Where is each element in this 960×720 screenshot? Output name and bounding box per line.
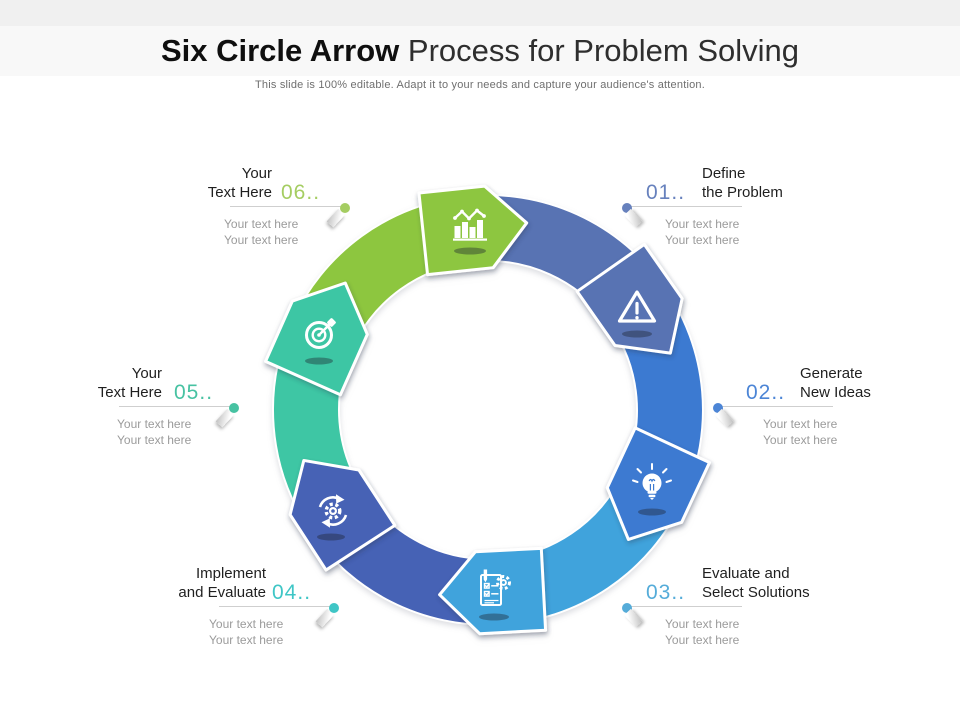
connector-line <box>230 206 345 207</box>
arrow-head-03 <box>438 546 548 636</box>
document-gear-icon <box>479 569 511 621</box>
connector-line <box>627 206 742 207</box>
connector-dot <box>713 403 723 413</box>
page-title-bold: Six Circle Arrow <box>160 33 400 68</box>
connector-dot <box>622 203 632 213</box>
top-strip <box>0 0 960 26</box>
page-title: Six Circle Arrow Process for Problem Sol… <box>0 32 960 70</box>
lightbulb-icon <box>632 463 672 516</box>
step-number: 06.. <box>281 181 321 204</box>
step-number: 05.. <box>174 381 214 404</box>
connector-line <box>219 606 334 607</box>
connector-dot <box>329 603 339 613</box>
connector-line <box>627 606 742 607</box>
page-title-regular: Process for Problem Solving <box>407 33 800 68</box>
step-number: 02.. <box>746 381 786 404</box>
target-icon <box>305 318 336 365</box>
sync-gear-icon <box>317 494 348 541</box>
connector-line <box>119 406 234 407</box>
arrow-head-01 <box>575 242 684 355</box>
arrow-head-04 <box>288 458 397 572</box>
connector-dot <box>340 203 350 213</box>
title-band <box>0 26 960 76</box>
arrow-head-05 <box>264 281 369 397</box>
step-number: 04.. <box>272 581 312 604</box>
connector-dot <box>229 403 239 413</box>
connector-line <box>718 406 833 407</box>
bar-chart-icon <box>453 208 487 255</box>
page-subtitle: This slide is 100% editable. Adapt it to… <box>255 79 705 91</box>
connector-dot <box>622 603 632 613</box>
step-number: 01.. <box>646 181 686 204</box>
step-number: 03.. <box>646 581 686 604</box>
warning-icon <box>617 290 657 338</box>
